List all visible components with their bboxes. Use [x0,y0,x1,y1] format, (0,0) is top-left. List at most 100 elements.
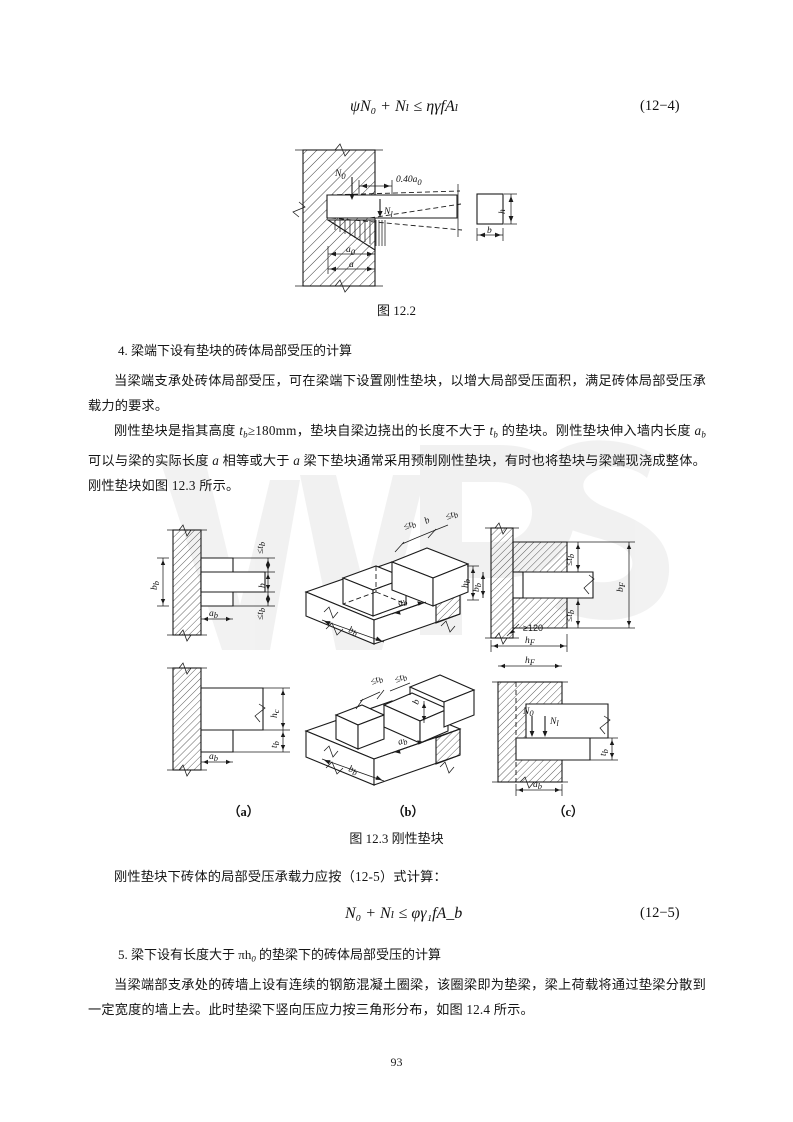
label-le-tb-c-lower: ≤tb [565,610,576,622]
flange-upper [512,541,568,573]
label-bb-c: bb [472,583,483,592]
figure-12-2-caption: 图 12.2 [376,303,416,318]
heading-section-5: 5. 梁下设有长度大于 πh0 的垫梁下的砖体局部受压的计算 [118,944,718,969]
label-b: b [487,226,492,236]
dimension-a0 [328,251,375,257]
label-nl: Nl [383,207,393,219]
dimension-040a0 [358,180,393,194]
figure-12-3-sublabel-b: （b） [392,805,424,819]
paragraph-2-seg-1: 刚性垫块是指其高度 [114,423,240,438]
beam-section-c [522,571,594,599]
symbol-ab: ab [694,423,707,440]
label-bb-iso: bb [347,625,359,638]
equation-12-5: N₀ + Nₗ ≤ φγ₁fA_b [345,903,462,923]
label-hf: hF [525,636,536,647]
label-hc: hc [270,709,281,718]
symbol-tb-2: tb [489,423,499,440]
dimension-bb-c [480,572,486,598]
dimension-bf [626,542,632,628]
figure-12-2: N0 0.40a0 Nl [292,142,525,297]
label-nl-c2: Nl [549,717,559,728]
pad-block-section-c2 [515,737,591,761]
label-ab-iso: ab [397,596,409,609]
dimension-ab [201,616,233,622]
equation-12-4-number: (12−4) [640,98,680,114]
label-n0-c2: N0 [522,707,534,718]
iso-dim-ab [391,601,427,615]
equation-12-5-number: (12−5) [640,905,680,921]
equation-12-4: ψN₀ + Nₗ ≤ ηγfAₗ [350,96,459,116]
figure-12-3-a-elevation: hc tb ab [155,660,305,785]
label-le-tb-iso-1: ≤tb [402,519,418,534]
dimension-le-tb-lower [265,592,271,606]
beam-section-c2 [525,703,609,739]
figure-12-3-caption: 图 12.3 刚性垫块 [349,831,444,846]
label-ab-c2: ab [533,780,542,791]
paragraph-2-seg-5: 相等或大于 [219,452,294,468]
symbol-a-1: a [212,452,220,468]
beam-plan [200,571,266,593]
load-nl-arrow [377,199,383,217]
paragraph-2-seg-2: ≥180mm，垫块自梁边挠出的长度不大于 [247,423,490,438]
label-hf-c2: hF [525,656,536,667]
dimension-hc [280,688,286,730]
iso2-dim-ab [391,740,427,754]
iso-dim-hb [467,565,479,601]
label-b-plan: b [258,583,268,588]
dimension-ab-elev [201,759,233,765]
heading-5-seg-2: 的垫梁下的砖体局部受压的计算 [255,947,442,962]
figure-12-3-b-isometric-bottom: ≤tb ≤tb b bb [300,665,480,800]
label-le-tb-iso2-2: ≤tb [393,672,409,687]
beam [326,194,458,219]
equation-12-5-expression: N₀ + Nₗ ≤ φγ₁fA_b [345,905,463,922]
dimension-ab-c2 [515,784,563,796]
beam-cross-section: h b [476,193,517,241]
pad-block-elevation [200,729,234,753]
wall-outer [490,527,514,639]
callout-min120 [506,623,520,637]
iso2-back-block [408,674,476,728]
label-min120: ≥120 [523,623,543,633]
wall-strip [172,529,202,636]
dimension-tb-c2 [590,737,618,761]
dimension-le-tb-c-upper [575,542,581,572]
label-hb-iso: hb [461,579,472,588]
label-tb-c2: tb [599,749,610,756]
figure-12-3-c-section-top: ≤tb ≤tb bF [472,520,660,655]
dimension-hf-c2 [498,663,562,669]
figure-12-3-c-section-bottom: N0 Nl tb a [490,656,665,797]
iso-top-dim [394,524,449,553]
label-ab-elev: ab [209,752,218,763]
beam-elevation [200,687,264,731]
paragraph-4: 当梁端部支承处的砖墙上设有连续的钢筋混凝土圈梁，该圈梁即为垫梁，梁上荷载将通过垫… [88,977,706,1017]
dimension-b [265,572,271,592]
label-tb-elev: tb [270,741,281,748]
symbol-a-2: a [293,452,301,468]
equation-12-4-expression: ψN₀ + Nₗ ≤ ηγfAₗ [350,98,459,115]
figure-12-3-b-isometric-top: ≤tb b ≤tb hb [296,508,481,658]
label-le-tb-iso2-1: ≤tb [369,674,385,689]
dimension-le-tb-c-lower [575,598,581,628]
figure-12-3-a-plan: ≤tb b ≤tb [150,520,305,650]
dimension-tb-elev [280,730,286,752]
label-le-tb-iso-2: ≤tb [444,509,460,524]
dimension-bb [157,557,169,607]
label-a0: a0 [346,245,356,257]
label-n0: N0 [334,169,346,181]
iso2-base-hatch [435,728,461,765]
dimension-hf [490,634,568,652]
figure-12-3-sublabel-a: （a） [228,805,260,819]
paragraph-2: 刚性垫块是指其高度 tb≥180mm，垫块自梁边挠出的长度不大于 tb 的垫块。… [88,418,706,498]
label-bb-plan: bb [150,581,161,590]
iso2-dim-bb [321,758,385,782]
label-le-tb-upper: ≤tb [256,542,267,554]
paragraph-3: 刚性垫块下砖体的局部受压承载力应按（12-5）式计算： [114,869,447,884]
iso2-dim-tb [421,701,427,723]
paragraph-2-seg-6: 梁下垫块通常采用预制刚性垫块，有时也将垫块与梁端现浇成整体。刚性垫块如图 12.… [88,452,707,493]
figure-12-3-sublabel-c: （c） [553,805,584,819]
page-number: 93 [390,1055,403,1069]
dimension-le-tb-upper [265,558,271,572]
label-ab-plan: ab [209,609,218,620]
heading-5-seg-1: 5. 梁下设有长度大于 [118,947,239,962]
